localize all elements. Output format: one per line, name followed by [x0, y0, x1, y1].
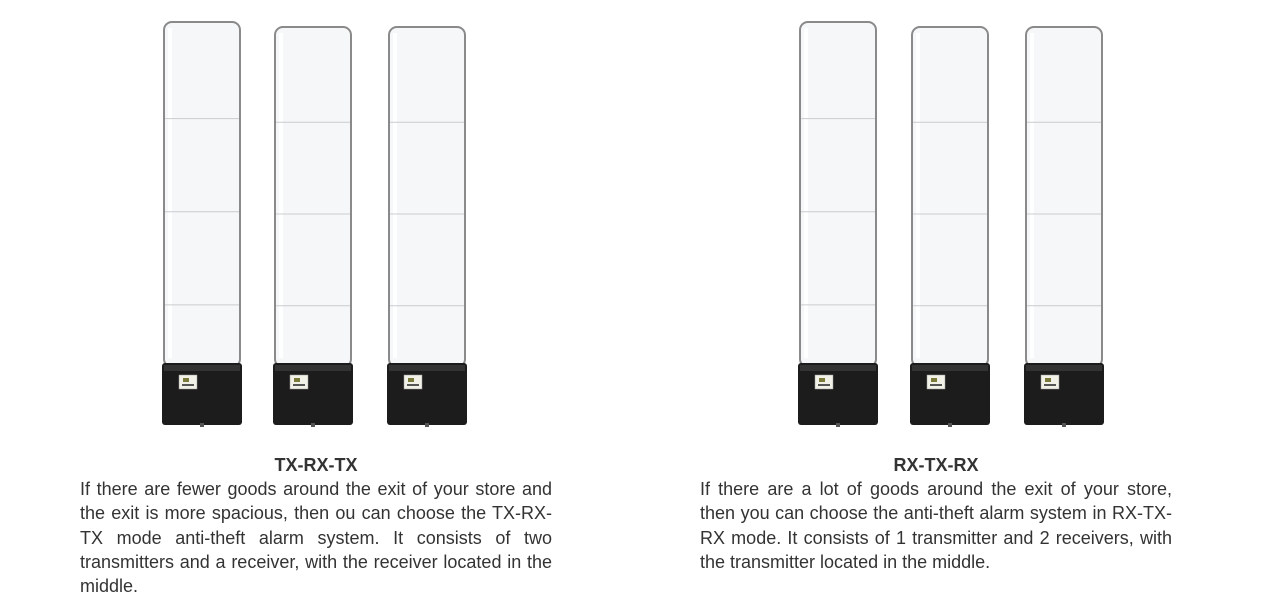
security-gate-pedestal	[273, 26, 353, 427]
gate-set-image	[162, 21, 467, 427]
gate-base	[798, 363, 878, 425]
security-gate-pedestal	[162, 21, 242, 427]
gate-base	[387, 363, 467, 425]
security-gate-pedestal	[387, 26, 467, 427]
gate-base	[910, 363, 990, 425]
product-description: If there are a lot of goods around the e…	[700, 479, 1172, 572]
product-title: TX-RX-TX	[274, 455, 358, 475]
gate-base	[162, 363, 242, 425]
security-gate-pedestal	[910, 26, 990, 427]
gate-set-image	[798, 21, 1104, 427]
gate-base	[1024, 363, 1104, 425]
security-gate-pedestal	[1024, 26, 1104, 427]
security-gate-pedestal	[798, 21, 878, 427]
product-description: If there are fewer goods around the exit…	[80, 479, 552, 597]
product-title: RX-TX-RX	[893, 455, 979, 475]
gate-base	[273, 363, 353, 425]
